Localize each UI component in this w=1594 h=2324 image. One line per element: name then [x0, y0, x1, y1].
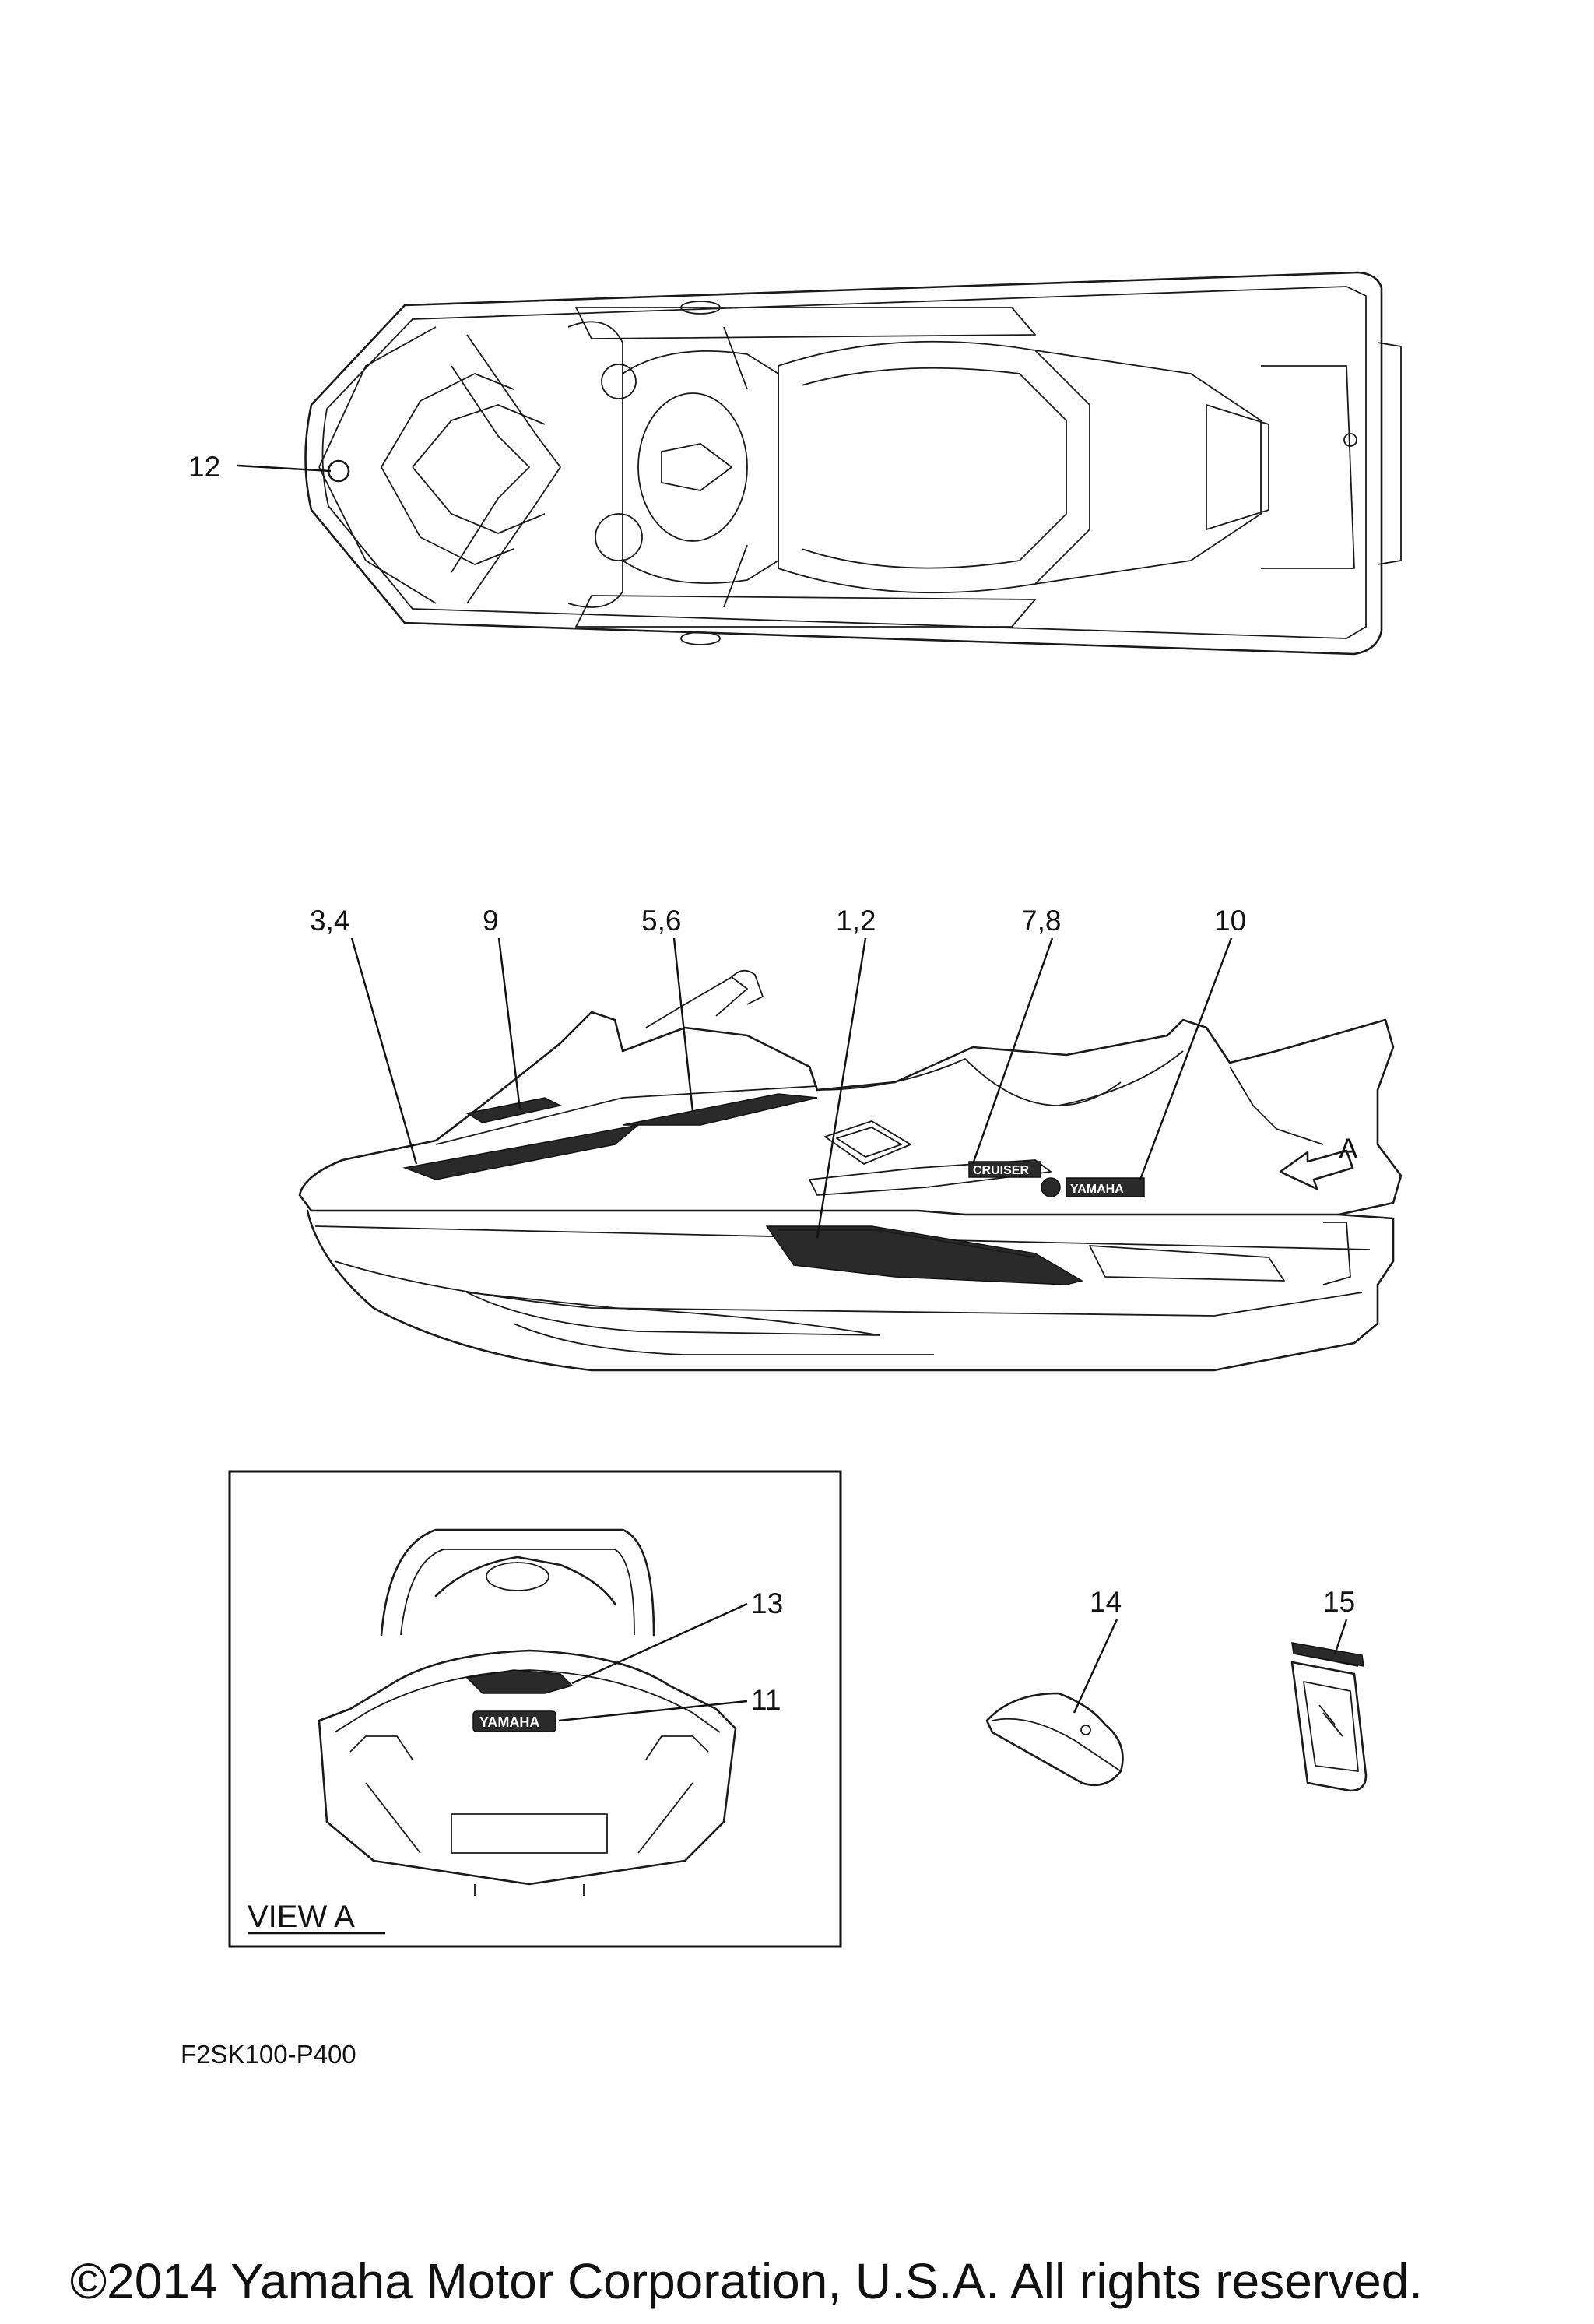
view-arrow-label: A — [1339, 1133, 1358, 1165]
rear-view-watercraft: YAMAHA — [318, 1528, 737, 1896]
callout-3-4: 3,4 — [310, 905, 349, 937]
callout-11: 11 — [751, 1684, 781, 1716]
view-a-box — [228, 1470, 842, 1948]
decal-yamaha-side-text: YAMAHA — [1070, 1183, 1124, 1196]
decal-stripe-56 — [622, 1093, 818, 1126]
callout-10: 10 — [1214, 905, 1246, 937]
copyright-notice: ©2014 Yamaha Motor Corporation, U.S.A. A… — [70, 2253, 1423, 2309]
decal-yamaha-rear-text: YAMAHA — [479, 1714, 539, 1730]
callout-12: 12 — [188, 451, 220, 483]
item-14-pouch — [985, 1692, 1124, 1787]
decal-stripe-9 — [465, 1097, 563, 1123]
part-code: F2SK100-P400 — [181, 2040, 356, 2069]
callout-5-6: 5,6 — [641, 905, 681, 937]
decal-stripe-34 — [402, 1123, 641, 1180]
callout-1-2: 1,2 — [836, 905, 876, 937]
decal-cruiser-text: CRUISER — [973, 1164, 1029, 1177]
callout-9: 9 — [483, 905, 499, 937]
callout-7-8: 7,8 — [1021, 905, 1061, 937]
decal-11 — [472, 1710, 556, 1732]
view-a-label: VIEW A — [248, 1900, 355, 1934]
callout-14: 14 — [1090, 1586, 1122, 1618]
callout-15: 15 — [1323, 1586, 1355, 1618]
decal-side-panel-12 — [765, 1225, 1083, 1285]
decal-12-marker — [327, 459, 350, 483]
side-view-watercraft: CRUISER YAMAHA — [298, 969, 1403, 1372]
callout-13: 13 — [751, 1587, 783, 1619]
item-15-manual — [1290, 1642, 1368, 1792]
top-view-watercraft — [304, 271, 1402, 656]
decal-13 — [465, 1669, 574, 1694]
view-a-arrow — [1279, 1149, 1354, 1190]
